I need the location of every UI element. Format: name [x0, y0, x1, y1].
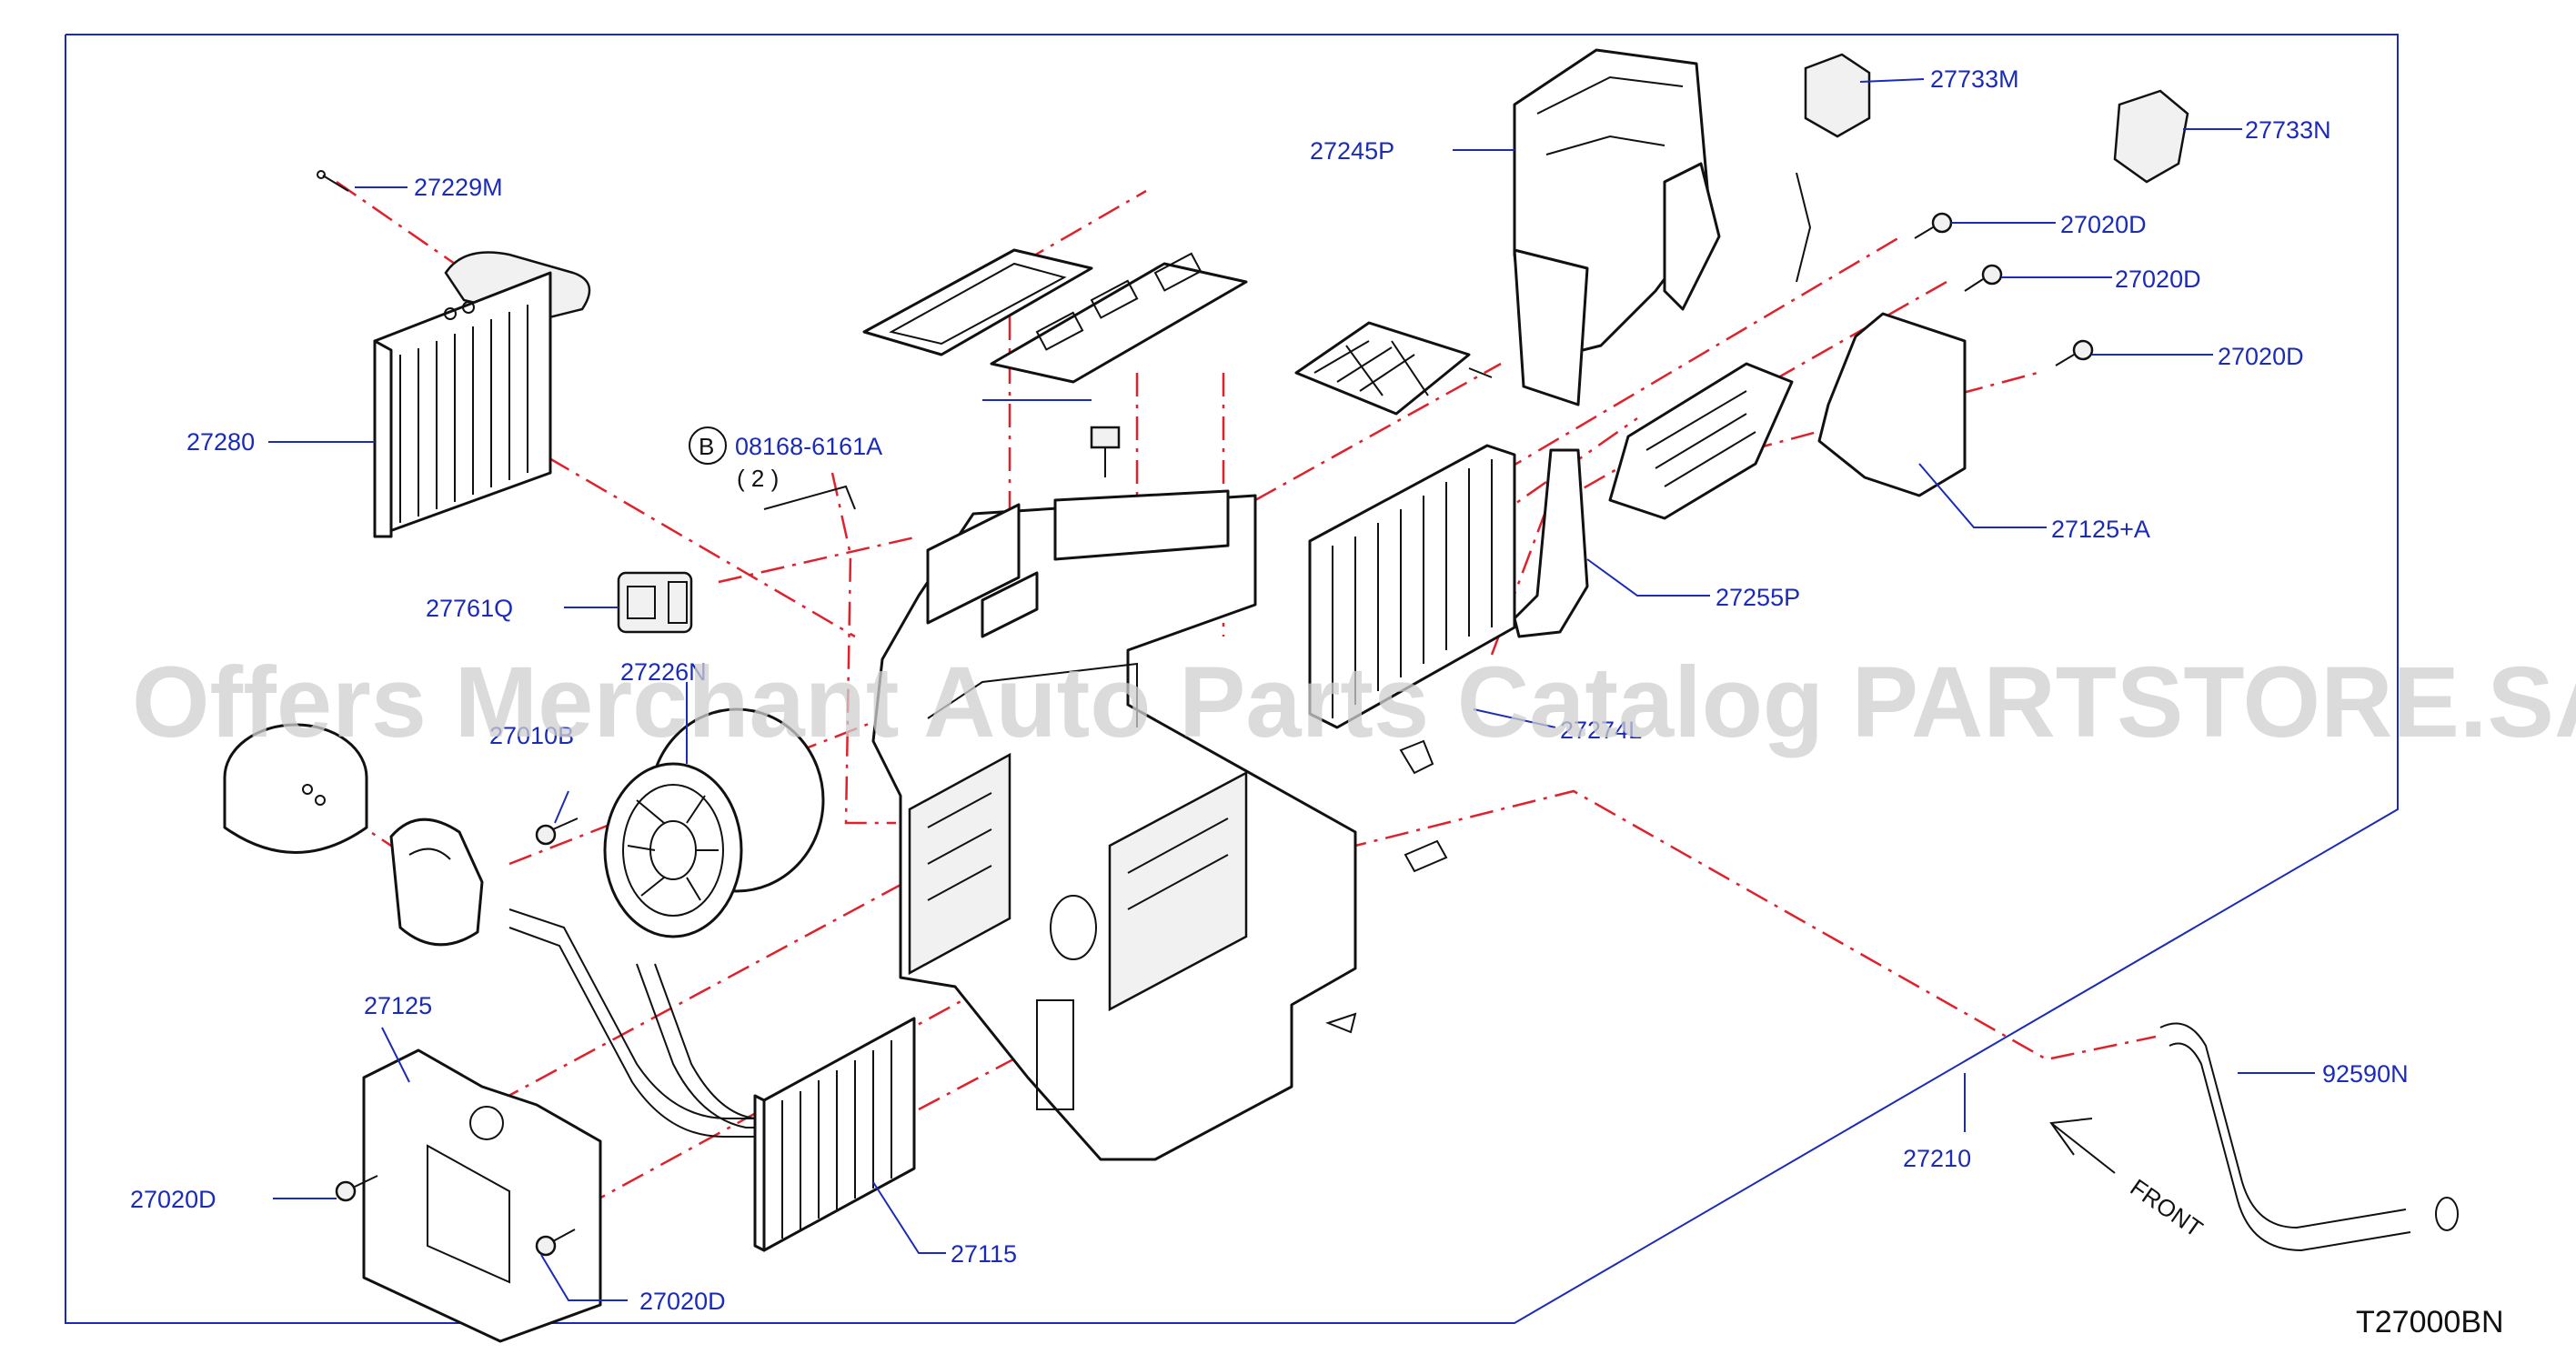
label-27020d-a: 27020D	[2060, 211, 2147, 238]
clips	[1325, 739, 1448, 1034]
label-27125a: 27125+A	[2051, 516, 2150, 543]
label-27020d-e: 27020D	[639, 1288, 726, 1315]
diagram-code: T27000BN	[2356, 1305, 2504, 1339]
front-direction-arrow: FRONT	[2049, 1118, 2209, 1242]
label-27229m: 27229M	[414, 174, 503, 201]
actuator-27733n	[2113, 89, 2189, 184]
blower-air-inlet-cover	[223, 723, 368, 854]
watermark-text: Offers Merchant Auto Parts Catalog PARTS…	[132, 647, 2576, 758]
label-27115: 27115	[951, 1240, 1017, 1268]
label-27280: 27280	[186, 428, 255, 456]
front-label: FRONT	[2126, 1173, 2209, 1242]
filter-cover	[1513, 448, 1589, 638]
air-duct-adapter	[389, 817, 484, 947]
blower-motor-screw	[535, 817, 579, 846]
right-case	[1608, 312, 1967, 520]
part-labels: 27229M 27280 27761Q 27226N 27010B 27245P…	[130, 65, 2409, 1315]
label-27761q: 27761Q	[426, 595, 513, 622]
air-filter-frame-top	[862, 248, 1248, 384]
intake-unit	[1513, 48, 1812, 406]
label-27020d-d: 27020D	[130, 1186, 216, 1213]
expansion-valve-pin	[317, 170, 349, 192]
bolt-callout: B 08168-6161A ( 2 )	[689, 426, 882, 510]
heater-pipe-assembly	[508, 908, 782, 1138]
label-92590n: 92590N	[2322, 1060, 2409, 1088]
label-27226n: 27226N	[620, 658, 707, 686]
heater-core	[753, 1017, 916, 1252]
label-27245p: 27245P	[1310, 137, 1394, 165]
bolt-quantity: ( 2 )	[737, 465, 779, 492]
label-27125: 27125	[364, 992, 432, 1019]
label-27733m: 27733M	[1930, 65, 2019, 93]
label-27210: 27210	[1903, 1145, 1971, 1172]
label-27255p: 27255P	[1716, 584, 1800, 611]
bolt-symbol: B	[699, 433, 714, 460]
bolt-symbol-circle	[689, 426, 727, 465]
evaporator-core	[373, 251, 591, 538]
heater-unit-side-case	[362, 1048, 602, 1343]
bolt-b	[1090, 426, 1121, 477]
heater-unit-main-case	[871, 489, 1357, 1161]
label-27020d-b: 27020D	[2115, 266, 2201, 293]
cabin-air-filter	[1308, 444, 1516, 729]
blower-resistor	[617, 571, 693, 634]
drain-hose	[2159, 1022, 2459, 1252]
label-27274l: 27274L	[1560, 717, 1642, 744]
side-case-screw-left	[335, 1175, 378, 1202]
actuator-27733m	[1804, 53, 1871, 138]
assembly-frame	[65, 34, 2399, 1324]
label-27010b: 27010B	[489, 722, 574, 749]
mesh-grille	[1294, 321, 1493, 416]
leader-lines	[268, 78, 2315, 1301]
label-27020d-c: 27020D	[2218, 343, 2304, 370]
blower-motor	[603, 707, 825, 938]
label-27733n: 27733N	[2245, 116, 2331, 144]
label-08168-6161a: 08168-6161A	[735, 433, 882, 460]
